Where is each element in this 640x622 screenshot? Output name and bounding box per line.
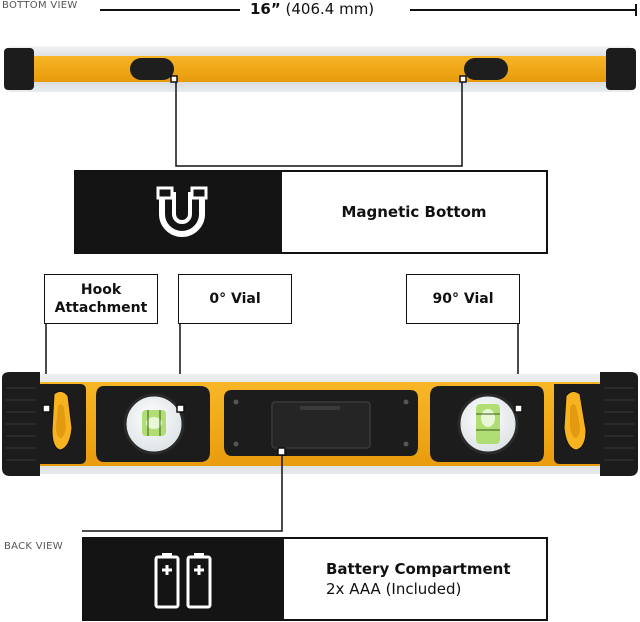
hook-label-line2: Attachment	[54, 300, 148, 316]
magnet-icon	[154, 184, 210, 242]
battery-connector	[0, 455, 640, 535]
hook-label-line1: Hook	[80, 282, 122, 298]
battery-icon-panel	[84, 539, 284, 619]
dimension-mm: (406.4 mm)	[285, 0, 375, 18]
dimension-inches: 16”	[250, 0, 281, 18]
magnetic-bottom-title: Magnetic Bottom	[341, 203, 487, 221]
bottom-view-label: BOTTOM VIEW	[2, 0, 78, 11]
magnetic-icon-panel	[76, 172, 282, 252]
magnet-connector	[0, 70, 640, 170]
dimension-line	[0, 4, 640, 16]
hook-attachment-label: Hook Attachment	[44, 274, 158, 324]
level-back-view	[0, 368, 640, 480]
battery-compartment-title: Battery Compartment	[326, 560, 511, 578]
magnetic-bottom-callout: Magnetic Bottom	[74, 170, 548, 254]
back-view-label: BACK VIEW	[4, 541, 63, 552]
level-bottom-view	[0, 38, 640, 108]
battery-icon	[154, 553, 214, 609]
dimension-label: 16” (406.4 mm)	[250, 0, 374, 18]
battery-compartment-subtitle: 2x AAA (Included)	[326, 580, 462, 598]
ninety-vial-label: 90° Vial	[406, 274, 520, 324]
battery-compartment-callout: Battery Compartment 2x AAA (Included)	[82, 537, 548, 621]
zero-vial-label: 0° Vial	[178, 274, 292, 324]
